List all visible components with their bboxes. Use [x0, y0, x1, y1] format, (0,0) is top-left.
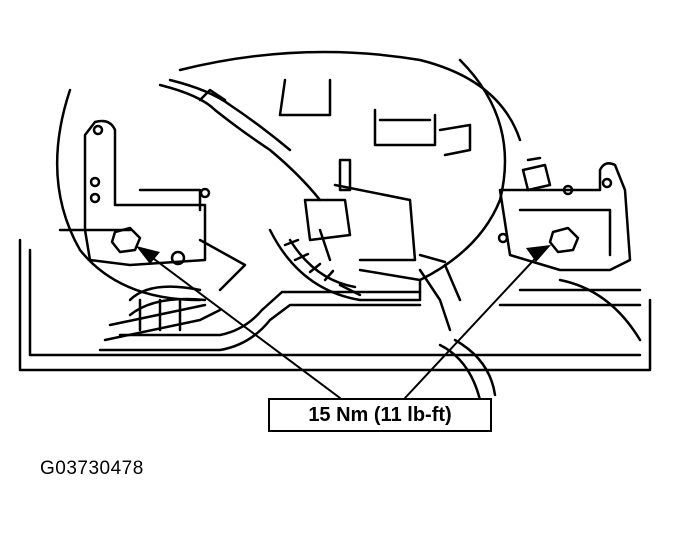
torque-callout: 15 Nm (11 lb-ft): [268, 398, 492, 432]
arrow-right: [526, 245, 551, 262]
lower-cable: [438, 338, 497, 402]
leader-lines: [141, 247, 546, 399]
arrow-left: [136, 246, 160, 264]
torque-label: 15 Nm (11 lb-ft): [308, 403, 452, 426]
figure-id: G03730478: [40, 458, 144, 479]
upper-component: [278, 78, 472, 262]
transmission-case: [18, 228, 652, 372]
right-bracket: [497, 162, 632, 272]
mounting-bolts: [110, 156, 580, 254]
housing-arcs: [55, 50, 522, 302]
callout-arrows: [136, 245, 551, 264]
wiring-harness: [158, 78, 462, 332]
tone-wheel: [268, 228, 362, 302]
left-bracket: [83, 119, 247, 292]
left-cable-bundle: [103, 285, 222, 342]
